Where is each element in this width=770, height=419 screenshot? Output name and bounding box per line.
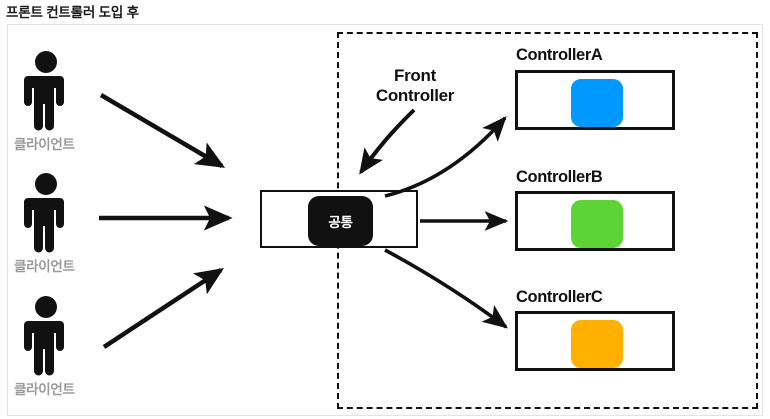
client-group-2: 클라이언트	[10, 172, 120, 275]
controller-b-color-chip	[571, 200, 623, 248]
front-controller-annotation: Front Controller	[355, 66, 475, 106]
front-controller-annotation-line2: Controller	[375, 86, 455, 106]
client-person-icon-2	[18, 172, 74, 254]
controller-b-title: ControllerB	[516, 168, 603, 186]
controller-a-title: ControllerA	[516, 46, 603, 64]
client-label-3: 클라이언트	[14, 382, 75, 397]
common-chip: 공통	[308, 196, 373, 246]
common-chip-label: 공통	[328, 215, 353, 230]
controller-c-color-chip	[571, 320, 623, 368]
client-label-2: 클라이언트	[14, 259, 75, 274]
client-person-icon-1	[18, 50, 74, 132]
page-title: 프론트 컨트롤러 도입 후	[6, 5, 139, 20]
client-group-1: 클라이언트	[10, 50, 120, 153]
front-controller-box: 공통	[260, 190, 418, 248]
controller-a-box	[515, 70, 675, 130]
controller-c-box	[515, 311, 675, 371]
controller-a-color-chip	[571, 79, 623, 127]
client-label-1: 클라이언트	[14, 137, 75, 152]
front-controller-annotation-line1: Front	[394, 66, 436, 85]
controller-c-title: ControllerC	[516, 288, 603, 306]
controller-b-box	[515, 191, 675, 251]
client-group-3: 클라이언트	[10, 295, 120, 398]
client-person-icon-3	[18, 295, 74, 377]
